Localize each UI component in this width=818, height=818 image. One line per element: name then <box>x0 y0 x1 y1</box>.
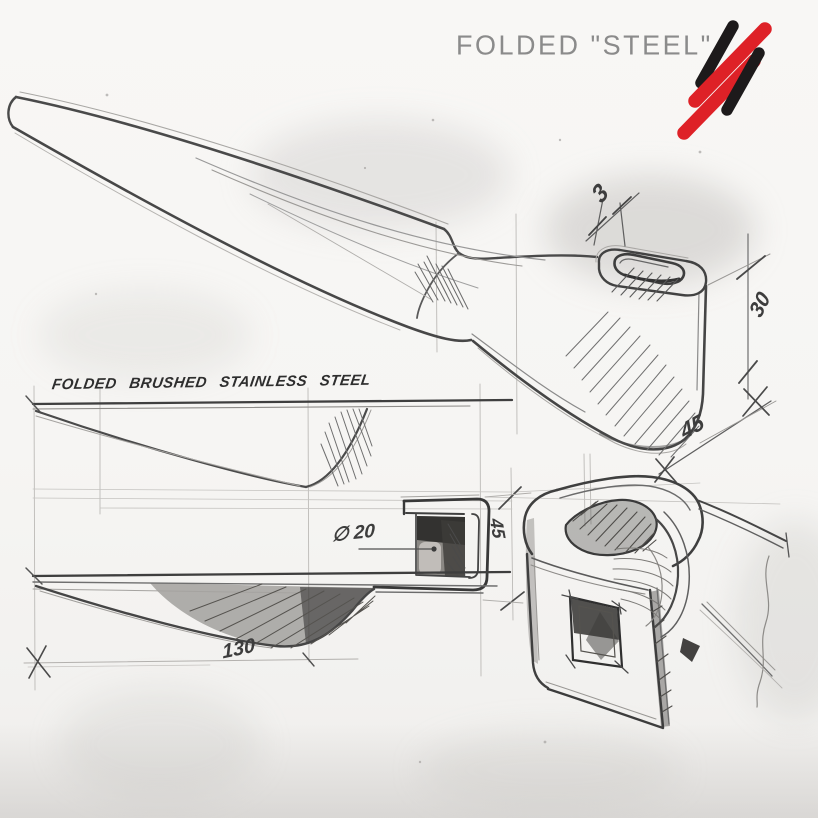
side-view-bottom <box>25 567 512 649</box>
page-title: FOLDED "STEEL" <box>456 29 713 61</box>
dim-length-lines <box>23 645 359 679</box>
hatching <box>414 255 700 458</box>
dim-fold-width-lines <box>654 386 777 483</box>
dim-side-height-lines <box>482 486 532 611</box>
dim-fold-height-lines <box>707 233 771 400</box>
logo-stripe-black-top <box>695 20 739 89</box>
fold-detail-view <box>522 474 790 730</box>
dim-thickness-lines <box>585 192 640 247</box>
dim-label-side-fold-height: 45 <box>485 517 510 540</box>
side-view-top <box>25 395 514 594</box>
brand-logo <box>677 20 772 140</box>
speed-lines <box>195 157 546 301</box>
dim-label-hole-diameter: ∅ 20 <box>331 520 376 547</box>
paper-specks <box>94 93 702 764</box>
perspective-view <box>7 91 708 458</box>
logo-stripe-red-top <box>688 22 772 108</box>
logo-stripe-black-bottom <box>721 47 765 116</box>
construction-lines <box>32 213 781 691</box>
